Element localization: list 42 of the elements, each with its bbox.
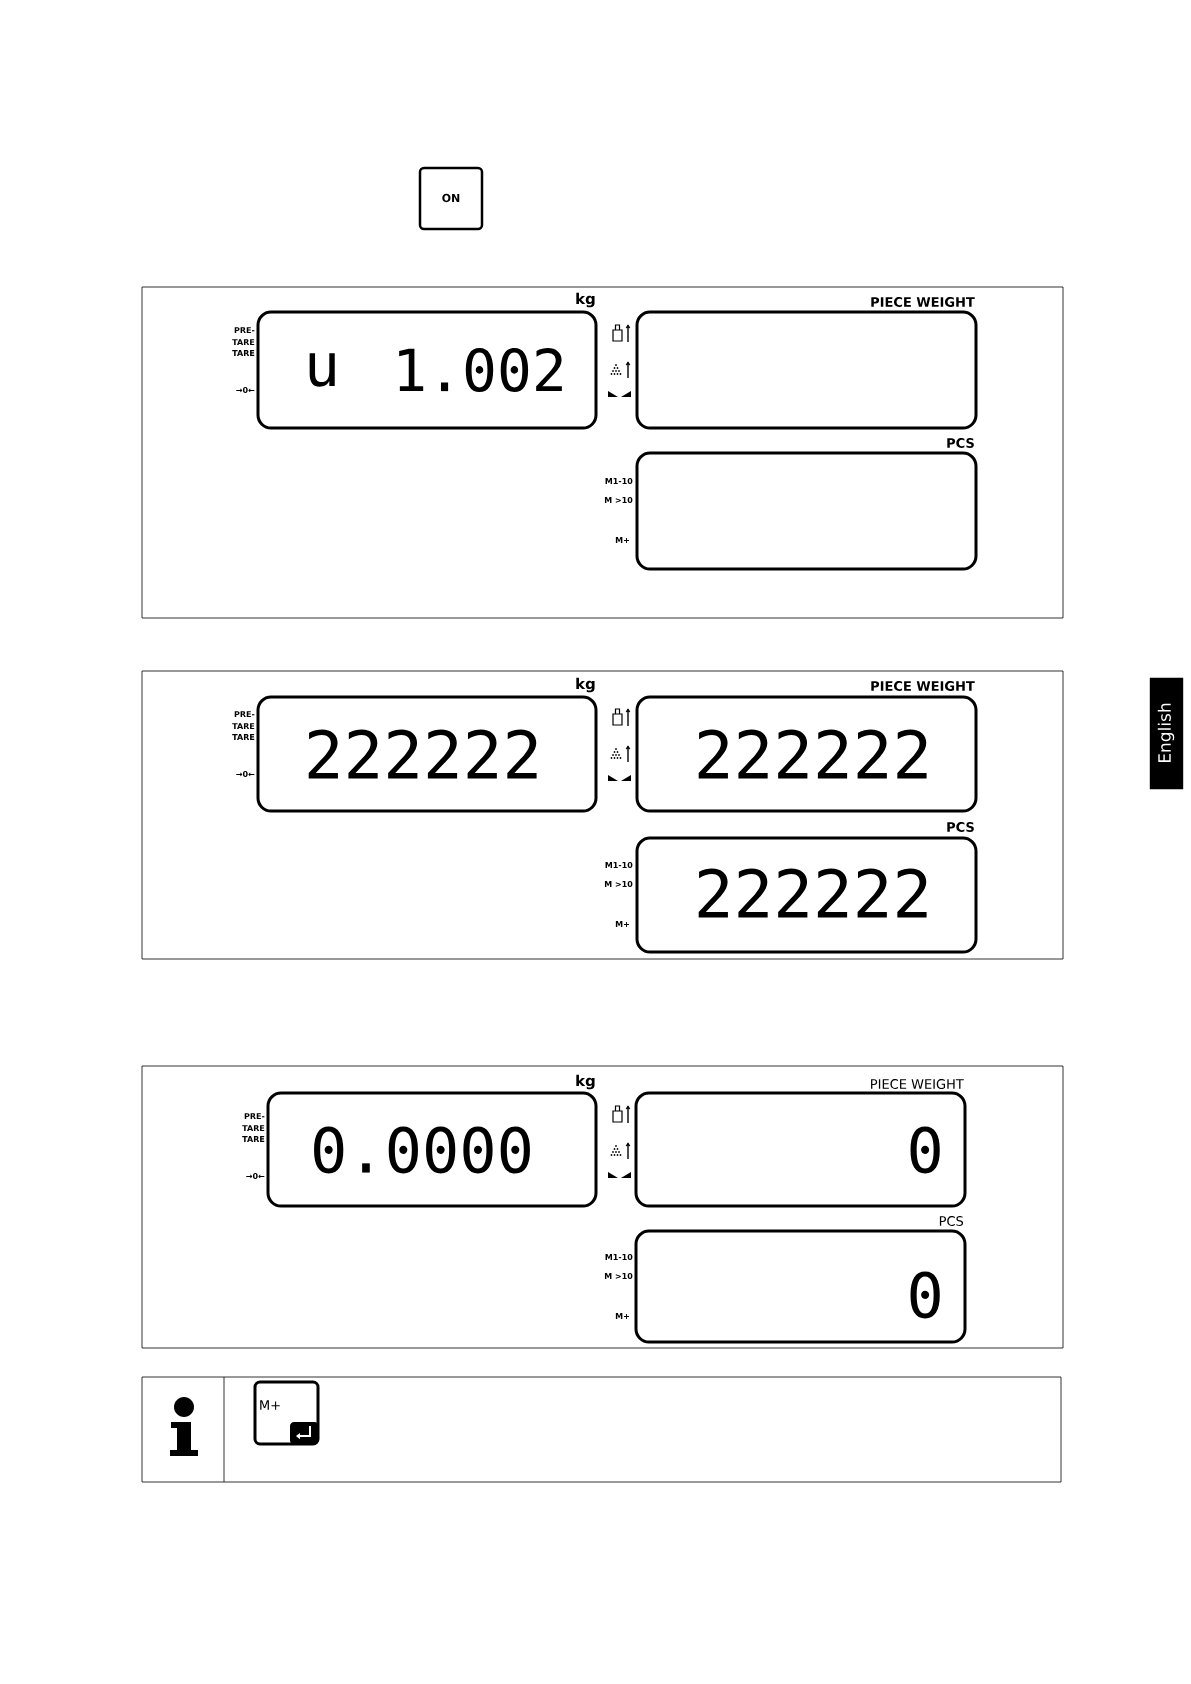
display-reading: 0.0000 <box>314 1126 530 1174</box>
indicator-label: TARE <box>232 350 255 356</box>
unit-label: kg <box>576 1074 595 1090</box>
display-reading: 0 <box>910 1126 940 1174</box>
display-reading: 222222 <box>698 729 927 779</box>
display-heading: PIECE WEIGHT <box>871 297 975 307</box>
display-reading: 222222 <box>308 729 537 779</box>
indicator-label: PRE- TARE <box>242 1113 265 1132</box>
indicator-label: TARE <box>232 734 255 740</box>
display-heading: PIECE WEIGHT <box>871 681 975 691</box>
indicator-label: M1-10 <box>605 862 633 869</box>
tab-label: English <box>1157 703 1175 763</box>
panel-frame <box>141 1376 1062 1483</box>
panel-frame <box>141 286 1064 619</box>
indicator-label: M+ <box>615 1313 629 1319</box>
panel-frame <box>141 670 1064 960</box>
display-reading: 0 <box>910 1271 940 1319</box>
indicator-label: M >10 <box>604 881 633 888</box>
indicator-label: →0← <box>246 1173 265 1180</box>
indicator-label: M >10 <box>604 497 633 504</box>
key-label: M+ <box>260 1400 280 1410</box>
indicator-label: PRE- TARE <box>232 711 255 730</box>
key-label: ON <box>442 193 460 203</box>
display-heading: PCS <box>947 822 974 832</box>
display-reading: u <box>309 353 335 387</box>
indicator-label: PRE- TARE <box>232 327 255 346</box>
display-heading: PCS <box>939 1216 964 1226</box>
display-reading: 222222 <box>698 868 927 918</box>
display-reading: 1.002 <box>399 348 562 392</box>
indicator-label: →0← <box>236 387 255 394</box>
indicator-label: M+ <box>615 537 629 543</box>
indicator-label: M1-10 <box>605 1254 633 1261</box>
panel-frame <box>141 1065 1064 1349</box>
indicator-label: →0← <box>236 771 255 778</box>
unit-label: kg <box>576 292 595 308</box>
display-heading: PIECE WEIGHT <box>871 1079 964 1089</box>
unit-label: kg <box>576 677 595 693</box>
display-heading: PCS <box>947 438 974 448</box>
indicator-label: TARE <box>242 1136 265 1142</box>
indicator-label: M1-10 <box>605 478 633 485</box>
indicator-label: M+ <box>615 921 629 927</box>
indicator-label: M >10 <box>604 1273 633 1280</box>
